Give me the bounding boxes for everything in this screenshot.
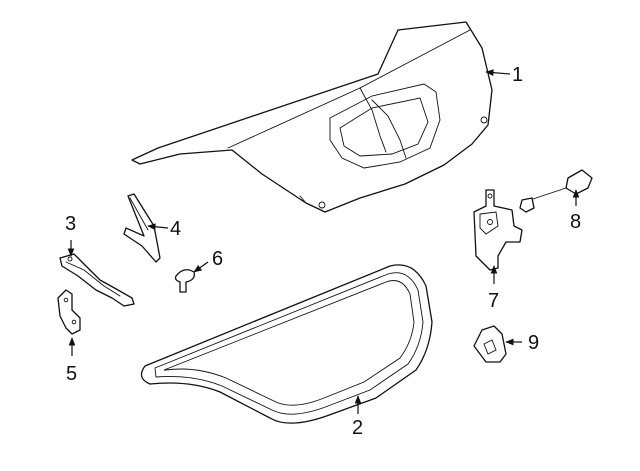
- callout-8: 8: [570, 211, 581, 233]
- callout-1: 1: [512, 64, 523, 86]
- callout-5: 5: [66, 363, 77, 385]
- part-6-bumper[interactable]: [174, 269, 195, 293]
- callout-7: 7: [488, 290, 499, 312]
- part-7-latch[interactable]: [473, 189, 523, 271]
- part-1-trunk-lid[interactable]: [131, 21, 493, 213]
- part-3-hinge-arm[interactable]: [59, 253, 135, 307]
- leader-4: [147, 223, 169, 231]
- part-4-stopper[interactable]: [123, 193, 161, 263]
- callout-labels: 1 2 3 4 5 6 7 8 9: [65, 64, 581, 439]
- callout-9: 9: [528, 332, 539, 354]
- leader-lines: [67, 69, 580, 414]
- part-9-striker[interactable]: [473, 325, 507, 363]
- leader-6: [193, 261, 209, 273]
- callout-2: 2: [352, 417, 363, 439]
- callout-4: 4: [170, 218, 181, 240]
- part-5-bracket[interactable]: [57, 289, 81, 335]
- part-8-lock-cylinder[interactable]: [519, 169, 593, 213]
- callout-3: 3: [65, 213, 76, 235]
- part-2-weatherstrip[interactable]: [140, 264, 433, 424]
- leader-1: [485, 69, 511, 76]
- callout-6: 6: [212, 248, 223, 270]
